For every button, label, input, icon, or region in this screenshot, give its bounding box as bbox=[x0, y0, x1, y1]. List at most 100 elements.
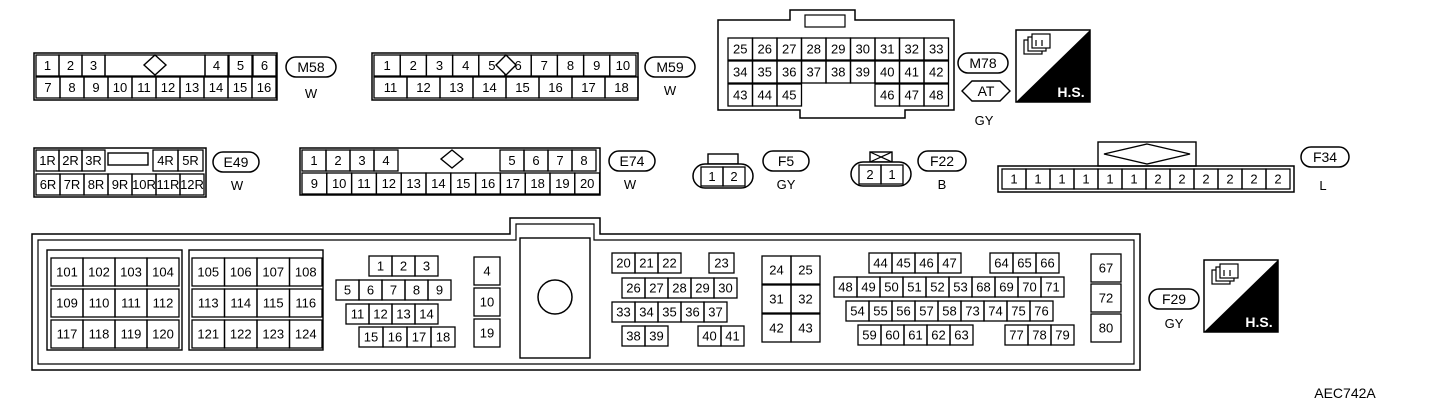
pin-number: 33 bbox=[616, 305, 630, 320]
pin-cell: 28 bbox=[667, 277, 692, 299]
pin-number: 41 bbox=[905, 65, 919, 80]
pin-cell: 36 bbox=[680, 301, 705, 323]
pin-number: 3 bbox=[423, 259, 430, 274]
pin-cell: 16 bbox=[382, 326, 408, 348]
pin-cell: 31 bbox=[874, 37, 901, 61]
pin-number: 67 bbox=[1099, 261, 1113, 276]
pin-number: 6R bbox=[40, 177, 57, 192]
hs-badge-top: H.S. bbox=[1015, 29, 1091, 103]
pin-number: 18 bbox=[436, 330, 450, 345]
pin-cell: 65 bbox=[1012, 252, 1037, 274]
pin-cell: 57 bbox=[914, 300, 939, 322]
pin-cell: 119 bbox=[114, 319, 148, 349]
pin-number: 11 bbox=[351, 307, 365, 322]
at-tag-label: AT bbox=[978, 83, 995, 99]
pin-number: 3 bbox=[358, 153, 365, 168]
pin-cell: 2 bbox=[1169, 168, 1195, 190]
pin-cell: 9 bbox=[427, 279, 452, 301]
connector-code: E74 bbox=[620, 153, 645, 169]
pin-number: 108 bbox=[295, 265, 317, 280]
pin-cell: 52 bbox=[925, 276, 950, 298]
pin-cell: 5R bbox=[177, 149, 204, 172]
pin-cell: 124 bbox=[288, 319, 323, 349]
pin-cell: 104 bbox=[146, 257, 180, 287]
pin-number: 41 bbox=[725, 329, 739, 344]
pin-cell: 53 bbox=[948, 276, 973, 298]
pin-number: 13 bbox=[449, 80, 463, 95]
pin-cell: 1 bbox=[301, 149, 327, 172]
connector-code: M59 bbox=[656, 59, 683, 75]
pin-number: 32 bbox=[905, 42, 919, 57]
pin-cell: 32 bbox=[898, 37, 925, 61]
connector-code-badge bbox=[644, 56, 696, 78]
pin-cell: 11 bbox=[345, 303, 370, 325]
pin-number: 2 bbox=[1226, 172, 1233, 187]
pin-cell: 35 bbox=[657, 301, 682, 323]
pin-number: 46 bbox=[880, 88, 894, 103]
pin-number: 12 bbox=[416, 80, 430, 95]
pin-number: 1 bbox=[888, 167, 895, 182]
pin-cell: 25 bbox=[790, 255, 821, 285]
pin-cell: 69 bbox=[994, 276, 1019, 298]
pin-cell: 73 bbox=[960, 300, 985, 322]
pin-cell: 4R bbox=[152, 149, 179, 172]
pin-cell: 15 bbox=[450, 172, 477, 195]
pin-cell: 8 bbox=[571, 149, 597, 172]
pin-number: 2 bbox=[866, 167, 873, 182]
pin-number: 16 bbox=[388, 330, 402, 345]
pin-number: 12 bbox=[382, 176, 396, 191]
pin-number: 19 bbox=[555, 176, 569, 191]
pin-number: 7 bbox=[556, 153, 563, 168]
pin-cell: 2R bbox=[58, 149, 83, 172]
pin-cell: 72 bbox=[1090, 283, 1122, 313]
pin-cell: 77 bbox=[1004, 324, 1029, 346]
pin-number: 43 bbox=[733, 88, 747, 103]
pin-cell: 6 bbox=[523, 149, 549, 172]
pin-number: 122 bbox=[230, 327, 252, 342]
connector-code-badge bbox=[285, 56, 337, 78]
pin-number: 9R bbox=[112, 177, 129, 192]
pin-number: 15 bbox=[515, 80, 529, 95]
pin-cell: 50 bbox=[879, 276, 904, 298]
pin-cell: 2 bbox=[325, 149, 351, 172]
pin-cell: 49 bbox=[856, 276, 881, 298]
pin-number: 2 bbox=[1154, 172, 1161, 187]
pin-cell: 30 bbox=[713, 277, 738, 299]
pin-number: 1 bbox=[1034, 172, 1041, 187]
pin-number: 15 bbox=[456, 176, 470, 191]
pin-number: 8 bbox=[413, 283, 420, 298]
pin-number: 9 bbox=[311, 176, 318, 191]
pin-cell: 6 bbox=[252, 54, 277, 77]
pin-cell: 47 bbox=[937, 252, 962, 274]
pin-number: 37 bbox=[708, 305, 722, 320]
pin-cell: 4 bbox=[204, 54, 229, 77]
pin-number: 16 bbox=[257, 80, 271, 95]
pin-cell: 44 bbox=[868, 252, 893, 274]
pin-number: 34 bbox=[733, 65, 747, 80]
hs-label: H.S. bbox=[1057, 84, 1084, 100]
pin-number: 59 bbox=[862, 328, 876, 343]
pin-cell: 3 bbox=[414, 255, 439, 277]
pin-number: 73 bbox=[965, 304, 979, 319]
pin-cell: 105 bbox=[191, 257, 226, 287]
pin-number: 39 bbox=[649, 329, 663, 344]
pin-number: 43 bbox=[798, 321, 812, 336]
mounting-hole bbox=[537, 279, 573, 315]
pin-number: 1 bbox=[708, 169, 715, 184]
pin-number: 63 bbox=[954, 328, 968, 343]
pin-number: 64 bbox=[994, 256, 1008, 271]
pin-cell: 34 bbox=[727, 60, 754, 84]
pin-cell: 46 bbox=[914, 252, 939, 274]
pin-cell: 12 bbox=[406, 76, 441, 99]
pin-number: 35 bbox=[662, 305, 676, 320]
key-diamond bbox=[142, 54, 168, 76]
pin-cell: 17 bbox=[571, 76, 606, 99]
pin-cell: 121 bbox=[191, 319, 226, 349]
pin-number: 2 bbox=[1202, 172, 1209, 187]
pin-number: 78 bbox=[1032, 328, 1046, 343]
pin-cell: 17 bbox=[406, 326, 432, 348]
pin-number: 58 bbox=[942, 304, 956, 319]
pin-number: 11 bbox=[357, 176, 371, 191]
pin-number: 6 bbox=[514, 58, 521, 73]
